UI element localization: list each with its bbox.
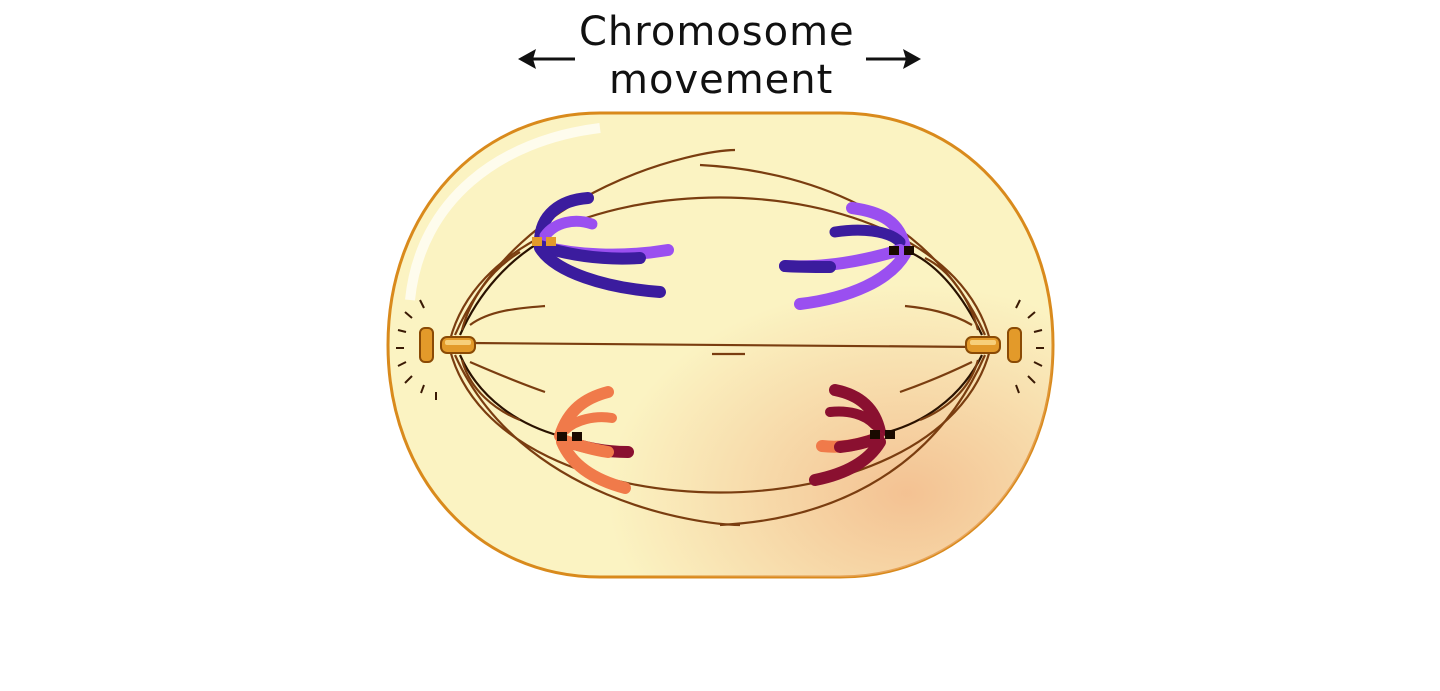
aster-right [1015,299,1044,394]
spindle-fibers [448,148,992,527]
arrow-left-icon [518,49,575,69]
centrosome-right [965,327,1022,363]
label-movement: movement [609,57,834,103]
chromosome-group-top-right [779,202,914,310]
chromosome-group-bottom-right [809,384,895,486]
arrow-right-icon [866,49,921,69]
chromosome-group-bottom-left [554,386,634,494]
aster-left [396,299,437,400]
label-chromosome: Chromosome [579,9,855,55]
chromosome-group-top-left [532,192,674,298]
centrosome-left [419,327,476,363]
